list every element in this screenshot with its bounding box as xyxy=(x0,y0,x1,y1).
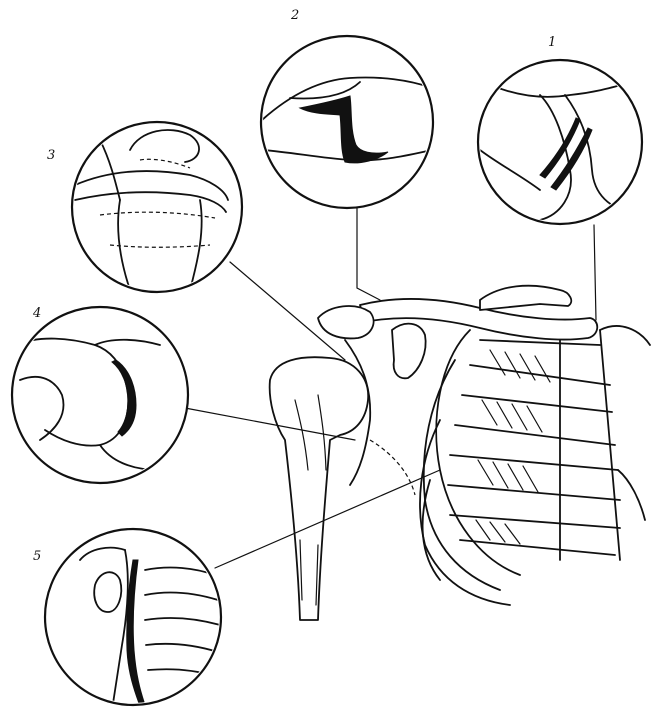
inset-3-glenoid xyxy=(72,122,242,292)
inset-4-humeral-head xyxy=(12,307,188,483)
humerus xyxy=(270,357,369,620)
inset-1-clavicle-fracture xyxy=(478,60,642,224)
leader-lines xyxy=(185,205,596,568)
label-3: 3 xyxy=(47,149,55,162)
inset-5-chest-wall xyxy=(45,529,221,709)
label-4: 4 xyxy=(33,307,41,320)
rib-cage xyxy=(420,326,650,605)
inset-2-joint-space xyxy=(261,36,433,208)
label-2: 2 xyxy=(291,9,299,22)
label-1: 1 xyxy=(548,36,556,49)
label-5: 5 xyxy=(33,550,41,563)
